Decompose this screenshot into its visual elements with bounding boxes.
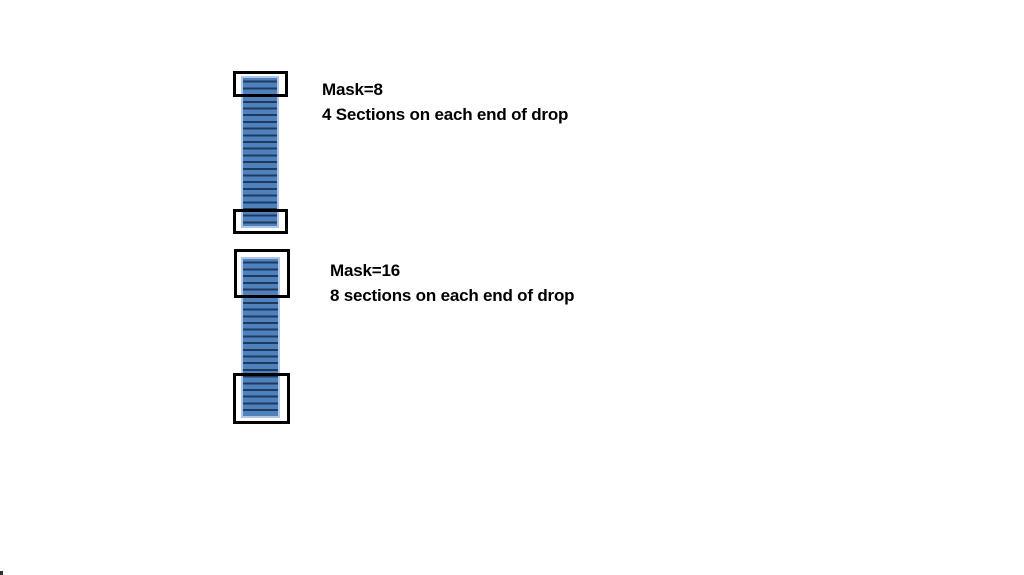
mask-outline-bottom-mask8 <box>233 209 288 234</box>
caption-title-mask16: Mask=16 <box>330 261 400 280</box>
caption-subtitle-mask8: 4 Sections on each end of drop <box>322 105 569 124</box>
corner-artifact <box>0 571 3 575</box>
figure-caption-mask16: Mask=16 8 sections on each end of drop <box>330 258 575 308</box>
figure-caption-mask8: Mask=8 4 Sections on each end of drop <box>322 77 568 127</box>
caption-subtitle-mask16: 8 sections on each end of drop <box>330 286 575 305</box>
mask-outline-top-mask16 <box>234 249 290 298</box>
striped-drop-bar-mask8 <box>241 76 279 228</box>
caption-title-mask8: Mask=8 <box>322 80 383 99</box>
striped-drop-bar-mask16 <box>241 257 280 418</box>
mask-outline-bottom-mask16 <box>233 373 290 424</box>
mask-outline-top-mask8 <box>233 71 288 97</box>
